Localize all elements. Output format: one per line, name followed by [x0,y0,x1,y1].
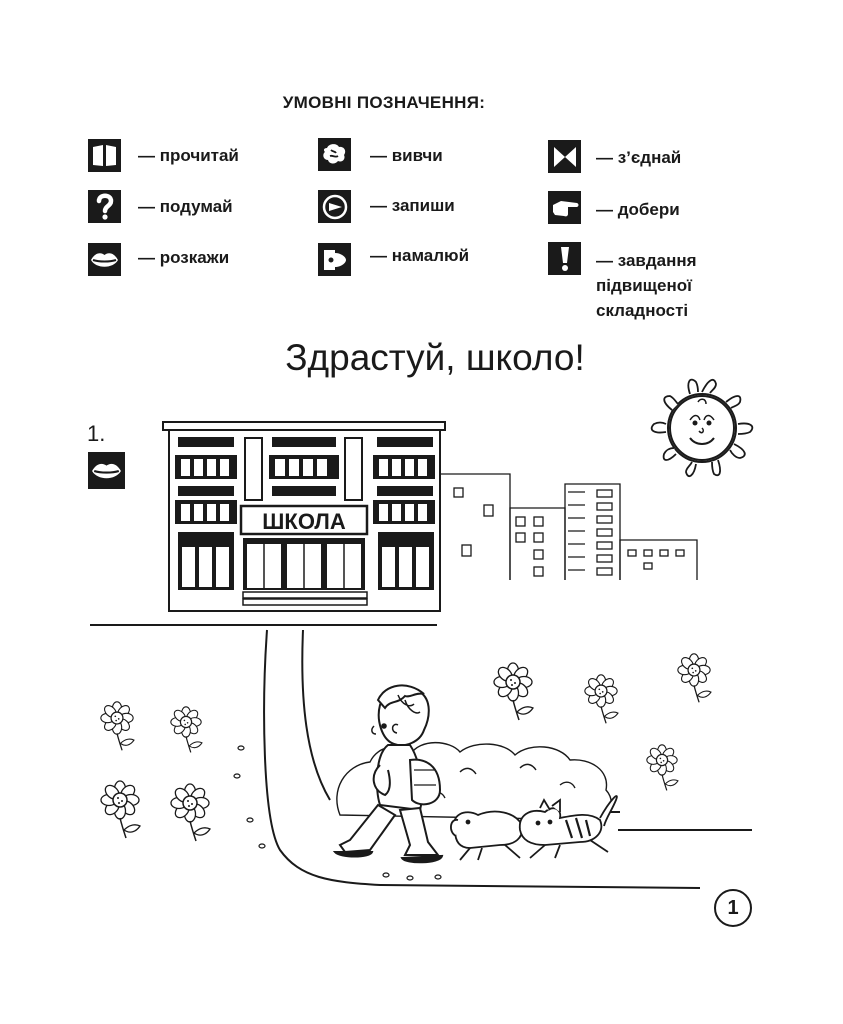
boy-with-backpack [332,684,444,864]
flower-1 [100,701,135,751]
pointing-hand-icon [548,191,581,224]
flower-3 [100,780,141,839]
exclamation-icon [548,242,581,275]
flower-5 [493,662,534,721]
legend-title: УМОВНІ ПОЗНАЧЕННЯ: [282,93,486,112]
task-number: 1. [87,421,106,446]
flower-2 [170,706,203,754]
legend-label-read: — прочитай [138,146,239,165]
flower-8 [646,744,679,792]
background-buildings [439,473,698,580]
pencil-icon [318,190,351,223]
page-number: 1 [714,889,752,927]
flower-7 [677,653,712,703]
open-book-icon [88,139,121,172]
dog [450,810,534,861]
cat [518,795,618,859]
sun [650,378,754,478]
question-mark-icon [88,190,121,223]
connect-icon [548,140,581,173]
legend-label-learn: — вивчи [370,146,443,165]
school-building: ШКОЛА [162,421,446,612]
flower-6 [584,674,619,724]
lips-icon [88,243,121,276]
brain-icon [318,138,351,171]
legend-label-tell: — розкажи [138,248,230,267]
flower-4 [170,783,211,842]
lips-icon [88,452,125,489]
page-title: Здрастуй, школо! [285,337,585,378]
legend-label-connect: — з’єднай [596,148,682,167]
legend-label-choose: — добери [596,200,680,219]
school-sign-text: ШКОЛА [262,509,346,534]
brush-icon [318,243,351,276]
legend-label-draw: — намалюй [370,246,470,265]
legend-label-write: — запиши [370,196,455,215]
legend-label-advanced: — завдання підвищеної складності [596,251,697,320]
legend-label-think: — подумай [138,197,233,216]
